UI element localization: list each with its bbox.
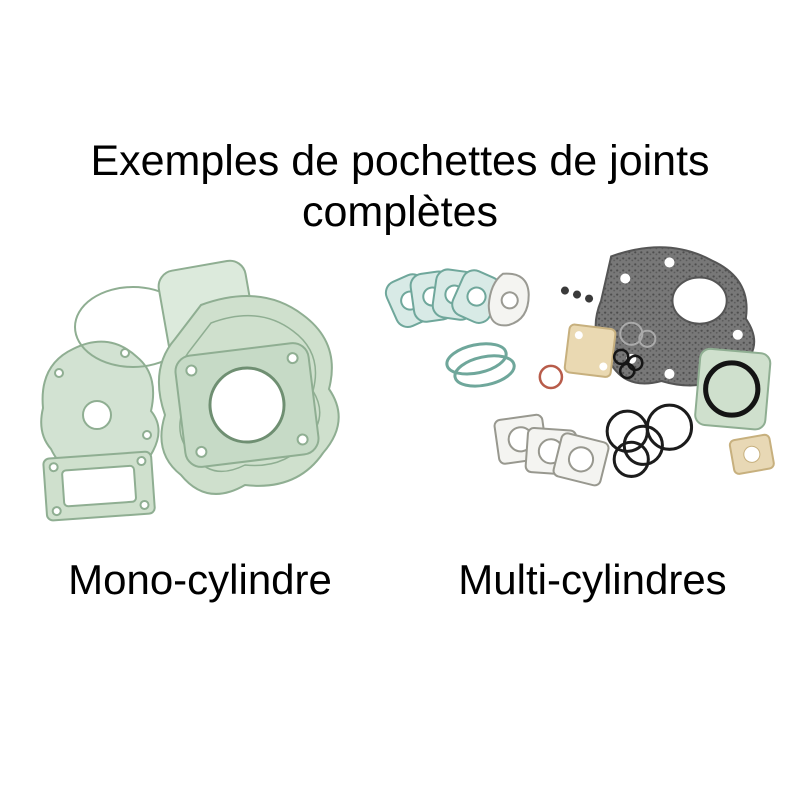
mono-gasket-shapes bbox=[40, 259, 340, 522]
small-o-rings bbox=[612, 348, 644, 380]
shim-rings bbox=[619, 321, 657, 348]
white-gasket-trio bbox=[493, 413, 610, 487]
white-gasket bbox=[487, 272, 530, 327]
orange-o-ring bbox=[538, 364, 564, 390]
page-title-line1: Exemples de pochettes de joints bbox=[90, 137, 710, 185]
teal-oval-gaskets bbox=[445, 342, 516, 388]
washers bbox=[560, 286, 594, 303]
multi-cylinder-gasket-image bbox=[368, 238, 785, 530]
page-title-line2: complètes bbox=[302, 188, 498, 236]
multi-cylinder-label: Multi-cylindres bbox=[458, 556, 727, 603]
mono-cylinder-label: Mono-cylindre bbox=[68, 556, 332, 603]
page-title: Exemples de pochettes de joints complète… bbox=[0, 136, 800, 238]
mono-cylinder-gasket-image bbox=[15, 253, 375, 543]
multi-gasket-svg bbox=[384, 246, 775, 487]
tan-gasket bbox=[728, 433, 775, 475]
green-gasket-with-ring bbox=[694, 347, 772, 431]
teal-gasket-fan bbox=[384, 268, 502, 328]
mono-gasket-svg bbox=[40, 259, 340, 522]
beige-gasket bbox=[563, 323, 617, 378]
o-ring-chain bbox=[605, 403, 694, 478]
